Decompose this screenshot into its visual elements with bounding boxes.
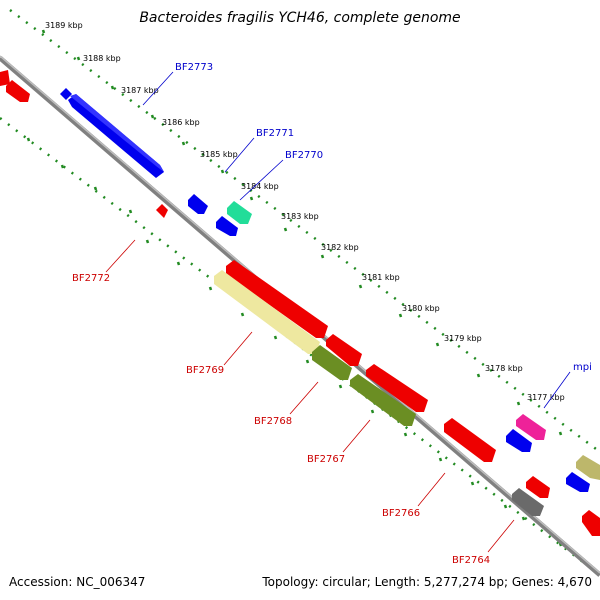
kbp-label: 3185 kbp	[200, 150, 238, 159]
inner-ruler-ticks	[26, 137, 563, 547]
gene-BF2764[interactable]	[512, 488, 544, 516]
leader-line	[239, 159, 284, 201]
gene-red-small-5[interactable]	[326, 334, 362, 366]
gene-label-bf2764[interactable]: BF2764	[452, 555, 490, 566]
gene-label-bf2766[interactable]: BF2766	[382, 508, 420, 519]
gene-red-small-6[interactable]	[366, 364, 428, 412]
kbp-label: 3188 kbp	[83, 54, 121, 63]
gene-BF2766[interactable]	[444, 418, 496, 462]
leader-line	[487, 519, 515, 553]
genome-summary-text: Topology: circular; Length: 5,277,274 bp…	[261, 575, 592, 589]
gene-label-bf2770[interactable]: BF2770	[285, 150, 323, 161]
leader-line	[105, 239, 136, 273]
gene-label-bf2769[interactable]: BF2769	[186, 365, 224, 376]
gene-label-bf2767[interactable]: BF2767	[307, 454, 345, 465]
kbp-label: 3181 kbp	[362, 273, 400, 282]
leader-line	[342, 419, 371, 453]
gene-red-small-8[interactable]	[582, 510, 600, 536]
kbp-label: 3179 kbp	[444, 334, 482, 343]
gene-khaki[interactable]	[576, 455, 600, 480]
kbp-label: 3187 kbp	[121, 86, 159, 95]
gene-BF2772[interactable]	[156, 204, 168, 218]
kbp-label: 3184 kbp	[241, 182, 279, 191]
gene-BF2773[interactable]	[68, 94, 164, 178]
gene-blue-small-2[interactable]	[216, 216, 238, 236]
gene-mpi[interactable]	[516, 414, 546, 440]
leader-line	[417, 472, 446, 507]
kbp-label: 3186 kbp	[162, 118, 200, 127]
gene-label-bf2771[interactable]: BF2771	[256, 128, 294, 139]
accession-text: Accession: NC_006347	[9, 575, 145, 589]
leader-line	[543, 371, 571, 409]
gene-blue-small-3[interactable]	[506, 429, 532, 452]
gene-BF2769-red[interactable]	[226, 260, 328, 338]
gene-BF2767[interactable]	[350, 374, 416, 426]
gene-BF2769[interactable]	[214, 270, 320, 354]
kbp-label: 3177 kbp	[527, 393, 565, 402]
gene-blue-left[interactable]	[60, 88, 72, 100]
kbp-label: 3180 kbp	[402, 304, 440, 313]
gene-BF2770[interactable]	[227, 201, 252, 224]
leader-line	[289, 381, 319, 415]
leader-line	[223, 331, 253, 366]
gene-blue-small-4[interactable]	[566, 472, 590, 492]
gene-label-mpi[interactable]: mpi	[573, 362, 592, 373]
gene-red-topleft-1[interactable]	[0, 70, 10, 86]
kbp-label: 3182 kbp	[321, 243, 359, 252]
kbp-label: 3189 kbp	[45, 21, 83, 30]
leader-line	[224, 137, 255, 173]
outer-ruler-line	[9, 8, 600, 454]
gene-red-topleft-2[interactable]	[6, 80, 30, 102]
leader-line	[142, 71, 174, 106]
kbp-label: 3183 kbp	[281, 212, 319, 221]
page-title: Bacteroides fragilis YCH46, complete gen…	[139, 10, 460, 26]
gene-red-small-7[interactable]	[526, 476, 550, 498]
kbp-label: 3178 kbp	[485, 364, 523, 373]
gene-label-bf2773[interactable]: BF2773	[175, 62, 213, 73]
gene-label-bf2768[interactable]: BF2768	[254, 416, 292, 427]
gene-BF2768[interactable]	[312, 345, 352, 380]
outer-ruler-ticks	[41, 29, 563, 436]
gene-label-bf2772[interactable]: BF2772	[72, 273, 110, 284]
gene-blue-small-1[interactable]	[188, 194, 208, 214]
